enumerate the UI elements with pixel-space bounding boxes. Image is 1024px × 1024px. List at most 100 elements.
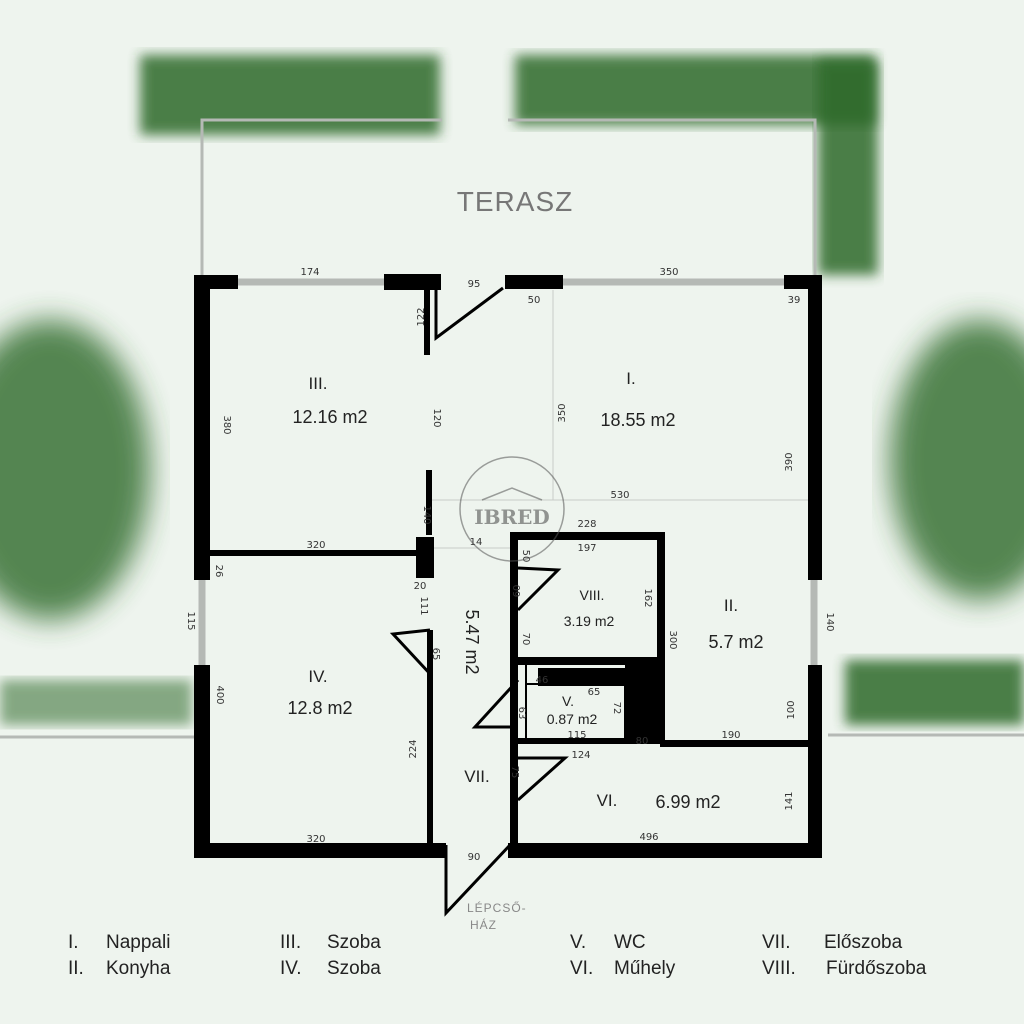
hedge-top-right xyxy=(515,55,875,125)
dim-label: 140 xyxy=(824,612,835,631)
dim-label: 111 xyxy=(418,596,429,615)
room-area-i: 18.55 m2 xyxy=(600,410,675,430)
legend-item: VII. Előszoba xyxy=(762,932,902,954)
dimension-guides xyxy=(432,290,808,549)
dim-label: 190 xyxy=(721,730,740,741)
room-area-iii: 12.16 m2 xyxy=(292,407,367,427)
room-number-i: I. xyxy=(626,369,635,388)
dim-label: 115 xyxy=(185,611,196,630)
legend-number: V. xyxy=(570,932,587,953)
dim-label: 70 xyxy=(520,633,531,646)
legend-number: VI. xyxy=(570,958,594,979)
tree-right xyxy=(890,320,1024,600)
dim-label: 115 xyxy=(567,730,586,741)
dim-label: 197 xyxy=(577,543,596,554)
legend-item: IV. Szoba xyxy=(280,958,381,980)
dim-label: 72 xyxy=(611,702,622,715)
dim-label: 140 xyxy=(421,505,432,524)
hedge-bottom-left xyxy=(0,680,192,725)
dim-label: 400 xyxy=(214,685,225,704)
walls xyxy=(194,274,822,858)
dim-label: 80 xyxy=(636,736,649,747)
dim-label: 224 xyxy=(408,739,419,758)
greenery xyxy=(0,55,1024,725)
room-number-ii: II. xyxy=(724,596,738,615)
hedge-top-left xyxy=(140,55,440,135)
room-number-iii: III. xyxy=(309,374,328,393)
terrace-label: TERASZ xyxy=(457,186,573,217)
legend-item: VI. Műhely xyxy=(570,958,675,980)
legend-number: VIII. xyxy=(762,958,796,979)
legend-number: III. xyxy=(280,932,302,953)
legend-item: VIII. Fürdőszoba xyxy=(762,958,926,980)
stairwell-label-2: HÁZ xyxy=(470,917,497,932)
legend-item: V. WC xyxy=(570,932,646,954)
dim-label: 26 xyxy=(213,565,224,578)
room-area-v: 0.87 m2 xyxy=(547,711,598,727)
legend-name: Műhely xyxy=(614,958,676,979)
dim-label: 100 xyxy=(786,700,797,719)
room-area-vii: 5.47 m2 xyxy=(462,609,482,674)
dim-label: 20 xyxy=(414,581,427,592)
legend-name: Szoba xyxy=(327,958,381,979)
dim-label: 350 xyxy=(659,267,678,278)
dim-label: 65 xyxy=(588,687,601,698)
dim-label: 530 xyxy=(610,490,629,501)
dim-label: 124 xyxy=(571,750,590,761)
dim-label: 122 xyxy=(416,307,427,326)
dim-label: 90 xyxy=(468,852,481,863)
dim-label: 120 xyxy=(431,408,442,427)
room-area-vi: 6.99 m2 xyxy=(655,792,720,812)
watermark-logo: IBRED xyxy=(459,456,565,562)
dim-label: 50 xyxy=(528,295,541,306)
room-number-iv: IV. xyxy=(308,667,327,686)
dim-label: 350 xyxy=(557,403,568,422)
dim-label: 14 xyxy=(470,537,483,548)
dim-label: 60 xyxy=(512,585,523,598)
dim-label: 46 xyxy=(536,675,549,686)
legend-item: I. Nappali xyxy=(68,932,170,954)
legend-name: Előszoba xyxy=(824,932,903,953)
dim-label: 496 xyxy=(639,832,658,843)
room-number-viii: VIII. xyxy=(580,587,605,603)
dim-label: 380 xyxy=(221,415,232,434)
room-number-v: V. xyxy=(562,693,574,709)
hedge-bottom-right xyxy=(845,660,1024,725)
hedge-right-vertical xyxy=(818,60,878,275)
dim-label: 50 xyxy=(520,550,531,563)
room-area-ii: 5.7 m2 xyxy=(708,632,763,652)
tree-left xyxy=(0,320,150,620)
dim-label: 65 xyxy=(430,648,441,661)
dim-label: 320 xyxy=(306,834,325,845)
legend-name: Nappali xyxy=(106,932,171,953)
room-number-vi: VI. xyxy=(597,791,618,810)
dim-label: 174 xyxy=(300,267,319,278)
room-number-vii: VII. xyxy=(464,767,490,786)
dim-label: 63 xyxy=(516,707,527,720)
windows xyxy=(198,278,818,665)
legend-number: II. xyxy=(68,958,84,979)
dim-label: 228 xyxy=(577,519,596,530)
doors xyxy=(389,286,626,917)
legend-number: VII. xyxy=(762,932,791,953)
dim-label: 300 xyxy=(667,630,678,649)
dim-label: 95 xyxy=(468,279,481,290)
legend-name: Szoba xyxy=(327,932,381,953)
dim-label: 39 xyxy=(788,295,801,306)
legend-name: WC xyxy=(614,932,646,953)
terrace xyxy=(0,118,1024,739)
dim-label: 75 xyxy=(509,766,520,779)
room-labels: I. 18.55 m2 II. 5.7 m2 III. 12.16 m2 IV.… xyxy=(287,369,763,812)
svg-text:IBRED: IBRED xyxy=(474,505,549,529)
legend-name: Fürdőszoba xyxy=(826,958,927,979)
dim-label: 390 xyxy=(784,452,795,471)
dim-label: 320 xyxy=(306,540,325,551)
room-area-viii: 3.19 m2 xyxy=(564,613,615,629)
legend-number: I. xyxy=(68,932,79,953)
dim-label: 141 xyxy=(784,791,795,810)
stairwell-label-1: LÉPCSŐ- xyxy=(467,900,527,915)
legend-number: IV. xyxy=(280,958,302,979)
legend-item: III. Szoba xyxy=(280,932,381,954)
dimension-labels: 174 95 50 350 39 122 380 120 350 390 530… xyxy=(185,267,835,863)
